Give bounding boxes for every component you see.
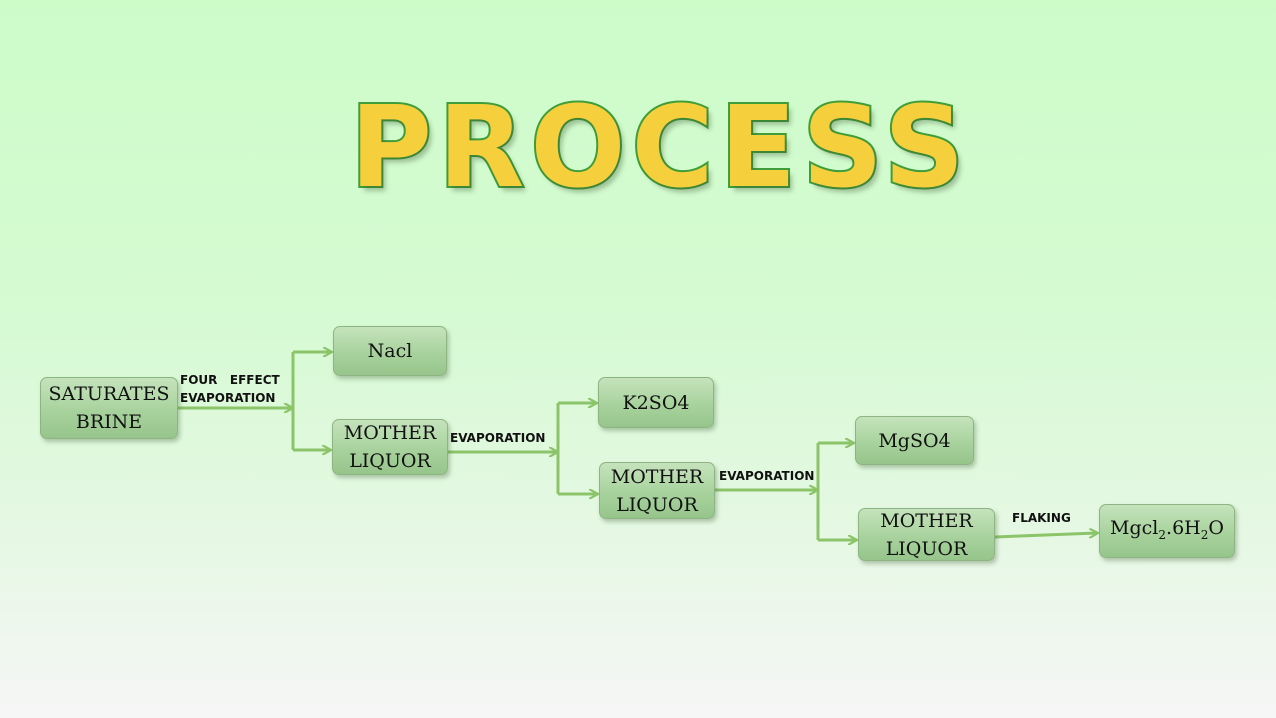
- node-label: Nacl: [367, 340, 413, 362]
- node-label-line: MOTHER: [343, 422, 437, 444]
- node-label-line: BRINE: [75, 411, 143, 433]
- formula-part: .6H: [1166, 516, 1201, 539]
- formula-subscript: 2: [1200, 527, 1209, 542]
- node-mother-liquor-2: MOTHER LIQUOR: [599, 462, 715, 519]
- node-label-line: LIQUOR: [616, 493, 698, 516]
- node-mgcl2-hexahydrate: Mgcl2.6H2O: [1099, 504, 1235, 558]
- node-nacl: Nacl: [333, 326, 447, 376]
- node-label-line: MOTHER: [610, 465, 704, 488]
- node-label-line: MOTHER: [880, 509, 973, 532]
- edge-label-four-effect-evaporation: FOUR EFFECT EVAPORATION: [180, 371, 280, 407]
- formula-part: O: [1208, 516, 1224, 539]
- formula-subscript: 2: [1158, 527, 1167, 542]
- page-title: PROCESS: [348, 81, 971, 215]
- edge-label-line: EVAPORATION: [180, 391, 276, 405]
- node-label: Mgcl2.6H2O: [1110, 514, 1224, 549]
- node-label-line: SATURATES: [48, 383, 170, 405]
- arrow-to-mgcl2: [994, 533, 1097, 539]
- node-label: K2SO4: [622, 391, 690, 414]
- edge-label-evaporation-2: EVAPORATION: [719, 469, 815, 483]
- node-saturates-brine: SATURATES BRINE: [40, 377, 178, 439]
- node-mgso4: MgSO4: [855, 416, 974, 465]
- node-label-line: LIQUOR: [885, 537, 968, 560]
- node-k2so4: K2SO4: [598, 377, 714, 428]
- edge-label-line: FOUR EFFECT: [180, 373, 280, 387]
- edge-label-evaporation-1: EVAPORATION: [450, 431, 546, 445]
- node-mother-liquor-3: MOTHER LIQUOR: [858, 508, 995, 561]
- formula-part: Mgcl: [1110, 516, 1159, 539]
- node-label: MgSO4: [878, 429, 951, 452]
- node-label-line: LIQUOR: [349, 450, 431, 472]
- node-mother-liquor-1: MOTHER LIQUOR: [332, 419, 448, 475]
- edge-label-flaking: FLAKING: [1012, 511, 1071, 525]
